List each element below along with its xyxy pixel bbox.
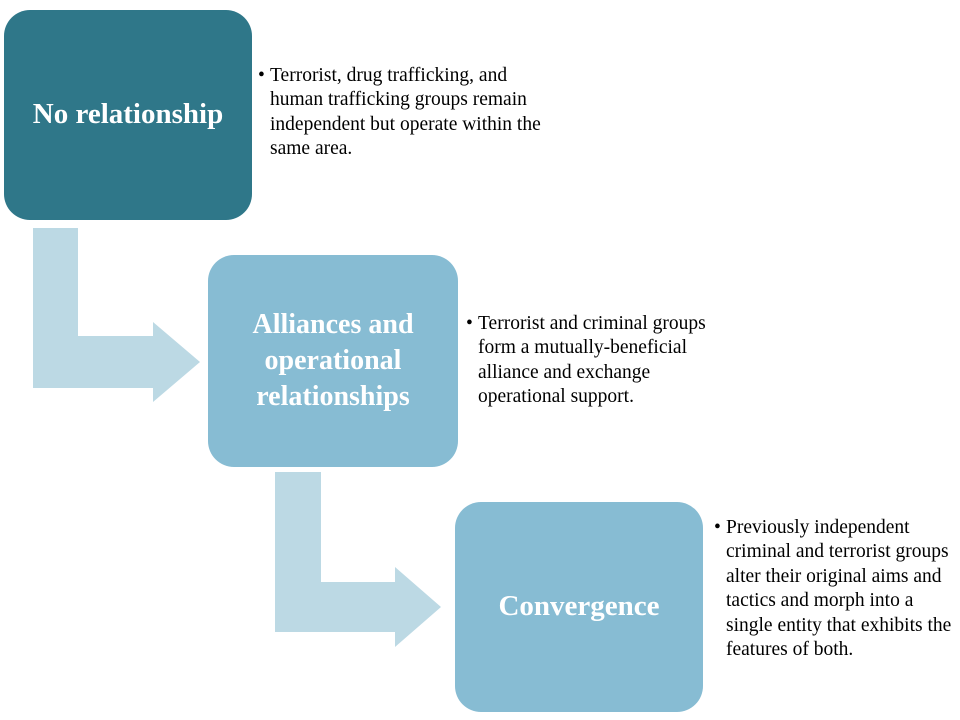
stage-box-convergence: Convergence [455, 502, 703, 712]
stage-box-no-relationship: No relationship [4, 10, 252, 220]
bullet-icon: • [466, 313, 473, 334]
bent-arrow-1 [33, 228, 200, 402]
stage-description-convergence: • Previously independent criminal and te… [714, 516, 958, 662]
description-text: Terrorist and criminal groups form a mut… [478, 313, 706, 408]
stage-title: No relationship [32, 98, 224, 131]
stage-title: Convergence [498, 590, 660, 623]
stage-title: Alliances and operational relationships [252, 309, 414, 412]
stage-box-alliances: Alliances and operational relationships [208, 255, 458, 467]
stage-description-alliances: • Terrorist and criminal groups form a m… [466, 312, 736, 410]
stage-description-no-relationship: • Terrorist, drug trafficking, and human… [258, 64, 558, 162]
description-text: Terrorist, drug trafficking, and human t… [270, 65, 541, 160]
bullet-icon: • [714, 517, 721, 538]
bullet-icon: • [258, 65, 265, 86]
bent-arrow-2 [275, 472, 441, 647]
description-text: Previously independent criminal and terr… [726, 517, 952, 660]
